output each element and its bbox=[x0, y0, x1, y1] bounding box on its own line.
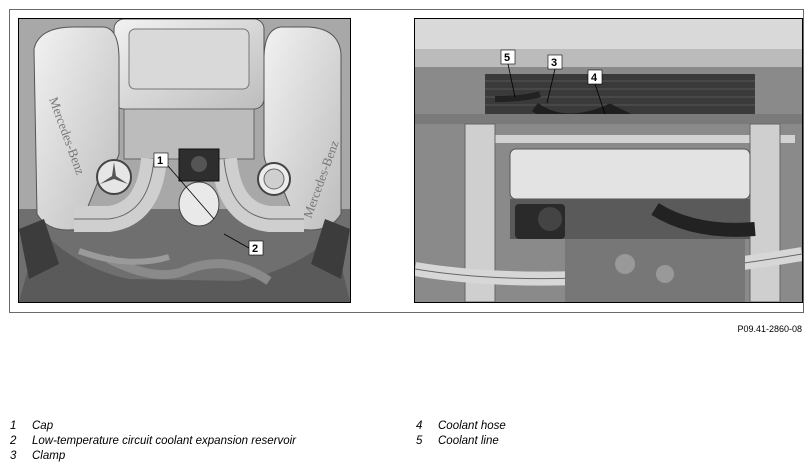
legend-item: 1 Cap bbox=[10, 419, 296, 434]
figure-reference-id: P09.41-2860-08 bbox=[737, 324, 802, 334]
legend-label: Low-temperature circuit coolant expansio… bbox=[32, 435, 296, 447]
legend-label: Coolant line bbox=[438, 435, 499, 447]
legend-label: Clamp bbox=[32, 450, 66, 462]
legend-item: 5 Coolant line bbox=[416, 434, 506, 449]
callout-2: 2 bbox=[252, 243, 258, 255]
callout-4: 4 bbox=[591, 72, 598, 84]
legend-number: 2 bbox=[10, 435, 17, 447]
callout-5: 5 bbox=[504, 52, 510, 64]
star-emblem-icon bbox=[96, 159, 132, 195]
legend-number: 5 bbox=[416, 435, 423, 447]
legend-number: 4 bbox=[416, 420, 423, 432]
legend-item: 3 Clamp bbox=[10, 449, 296, 464]
legend-number: 1 bbox=[10, 420, 17, 432]
legend-item: 4 Coolant hose bbox=[416, 419, 506, 434]
callout-3: 3 bbox=[551, 57, 557, 69]
engine-illustration: Mercedes-Benz Mercedes-Benz 1 2 bbox=[18, 18, 351, 303]
legend-left: 1 Cap 2 Low-temperature circuit coolant ex… bbox=[10, 419, 296, 464]
legend-label: Cap bbox=[32, 420, 54, 432]
radiator-illustration: 5 3 4 bbox=[414, 18, 803, 303]
legend-label: Coolant hose bbox=[438, 420, 506, 432]
legend-right: 4 Coolant hose 5 Coolant line bbox=[416, 419, 506, 449]
callout-1: 1 bbox=[157, 155, 163, 167]
legend-item: 2 Low-temperature circuit coolant expansi… bbox=[10, 434, 296, 449]
legend-number: 3 bbox=[10, 450, 17, 462]
